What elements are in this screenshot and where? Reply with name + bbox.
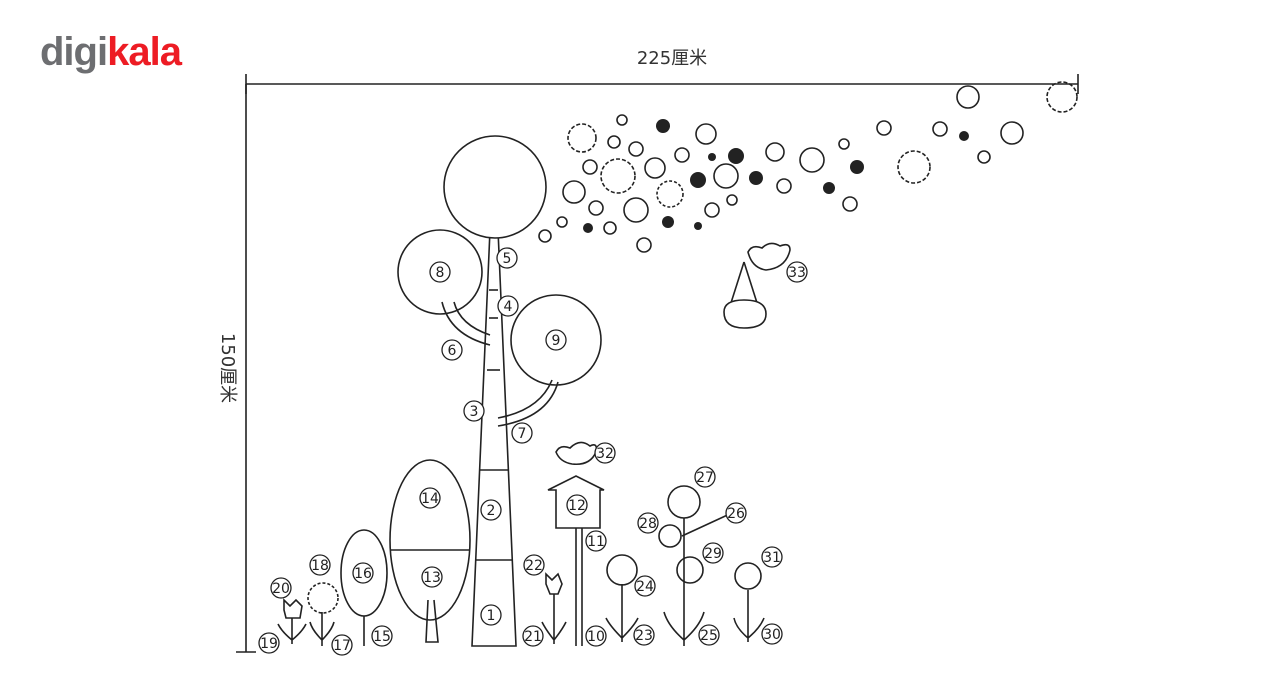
part-marker-label: 33 — [788, 265, 806, 281]
part-marker-18: 18 — [309, 554, 331, 576]
part-marker-label: 3 — [470, 404, 479, 420]
part-marker-label: 7 — [518, 426, 527, 442]
flower-cloud — [538, 81, 1078, 253]
part-marker-9: 9 — [545, 329, 567, 351]
digikala-logo: digikala — [40, 30, 182, 74]
part-markers: 1234567891011121314151617181920212223242… — [258, 247, 808, 656]
bird-with-basket — [723, 242, 791, 329]
part-marker-6: 6 — [441, 339, 463, 361]
part-marker-label: 25 — [700, 628, 718, 644]
part-marker-30: 30 — [761, 623, 783, 645]
part-marker-16: 16 — [352, 562, 374, 584]
part-marker-5: 5 — [496, 247, 518, 269]
part-marker-label: 22 — [525, 558, 543, 574]
part-marker-14: 14 — [419, 487, 441, 509]
part-marker-label: 17 — [333, 638, 351, 654]
part-marker-10: 10 — [585, 625, 607, 647]
part-marker-1: 1 — [480, 604, 502, 626]
part-marker-7: 7 — [511, 422, 533, 444]
part-marker-label: 29 — [704, 546, 722, 562]
part-marker-label: 2 — [487, 503, 496, 519]
part-marker-label: 20 — [272, 581, 290, 597]
part-marker-11: 11 — [585, 530, 607, 552]
part-marker-label: 15 — [373, 629, 391, 645]
part-marker-label: 12 — [568, 498, 586, 514]
part-marker-20: 20 — [270, 577, 292, 599]
part-marker-25: 25 — [698, 624, 720, 646]
part-marker-label: 13 — [423, 570, 441, 586]
part-marker-label: 11 — [587, 534, 605, 550]
part-marker-label: 9 — [552, 333, 561, 349]
oval-tree — [389, 459, 471, 643]
part-marker-label: 19 — [260, 636, 278, 652]
part-marker-label: 18 — [311, 558, 329, 574]
part-marker-label: 16 — [354, 566, 372, 582]
part-marker-label: 24 — [636, 579, 654, 595]
height-dimension: 150厘米 — [217, 84, 256, 653]
width-dimension: 225厘米 — [245, 48, 1079, 94]
part-marker-label: 4 — [504, 299, 513, 315]
part-marker-label: 28 — [639, 516, 657, 532]
birdhouse — [547, 441, 605, 646]
part-marker-label: 6 — [448, 343, 457, 359]
part-marker-label: 5 — [503, 251, 512, 267]
part-marker-label: 30 — [763, 627, 781, 643]
part-marker-3: 3 — [463, 400, 485, 422]
part-marker-22: 22 — [523, 554, 545, 576]
part-marker-27: 27 — [694, 466, 716, 488]
part-marker-label: 23 — [635, 628, 653, 644]
part-marker-label: 10 — [587, 629, 605, 645]
part-marker-4: 4 — [497, 295, 519, 317]
part-marker-label: 14 — [421, 491, 439, 507]
part-marker-31: 31 — [761, 546, 783, 568]
part-marker-23: 23 — [633, 624, 655, 646]
width-label: 225厘米 — [637, 48, 707, 69]
part-marker-label: 21 — [524, 629, 542, 645]
part-marker-17: 17 — [331, 634, 353, 656]
part-marker-19: 19 — [258, 632, 280, 654]
part-marker-label: 27 — [696, 470, 714, 486]
part-marker-13: 13 — [421, 566, 443, 588]
part-marker-29: 29 — [702, 542, 724, 564]
part-marker-label: 8 — [436, 265, 445, 281]
part-marker-24: 24 — [634, 575, 656, 597]
part-marker-label: 26 — [727, 506, 745, 522]
part-marker-8: 8 — [429, 261, 451, 283]
part-marker-12: 12 — [566, 494, 588, 516]
part-marker-21: 21 — [522, 625, 544, 647]
part-marker-28: 28 — [637, 512, 659, 534]
part-marker-label: 31 — [763, 550, 781, 566]
part-marker-32: 32 — [594, 442, 616, 464]
part-marker-2: 2 — [480, 499, 502, 521]
height-label: 150厘米 — [217, 333, 238, 403]
part-marker-label: 32 — [596, 446, 614, 462]
part-marker-26: 26 — [725, 502, 747, 524]
part-marker-33: 33 — [786, 261, 808, 283]
part-marker-label: 1 — [487, 608, 496, 624]
ground-flowers — [277, 485, 765, 646]
part-marker-15: 15 — [371, 625, 393, 647]
